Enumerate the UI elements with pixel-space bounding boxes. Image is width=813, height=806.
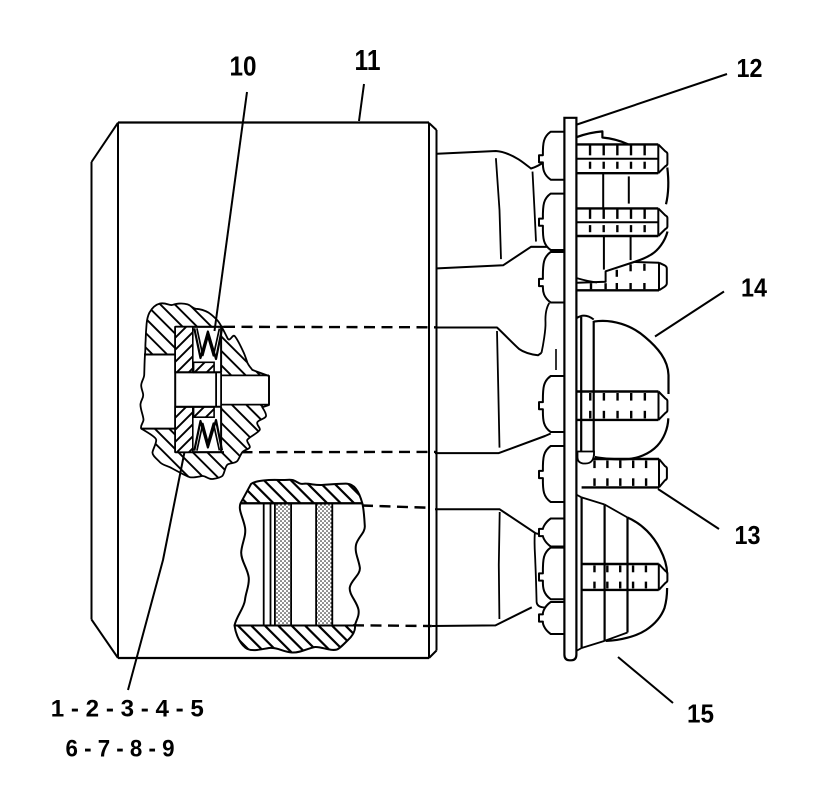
svg-text:1 - 2 - 3 - 4 - 5: 1 - 2 - 3 - 4 - 5 xyxy=(51,696,204,723)
svg-text:13: 13 xyxy=(735,520,761,550)
svg-text:10: 10 xyxy=(230,51,257,82)
svg-text:15: 15 xyxy=(687,699,714,729)
svg-text:6 - 7 - 8 - 9: 6 - 7 - 8 - 9 xyxy=(66,736,175,763)
svg-text:14: 14 xyxy=(741,273,767,303)
svg-text:12: 12 xyxy=(737,53,763,83)
svg-text:11: 11 xyxy=(355,45,381,77)
